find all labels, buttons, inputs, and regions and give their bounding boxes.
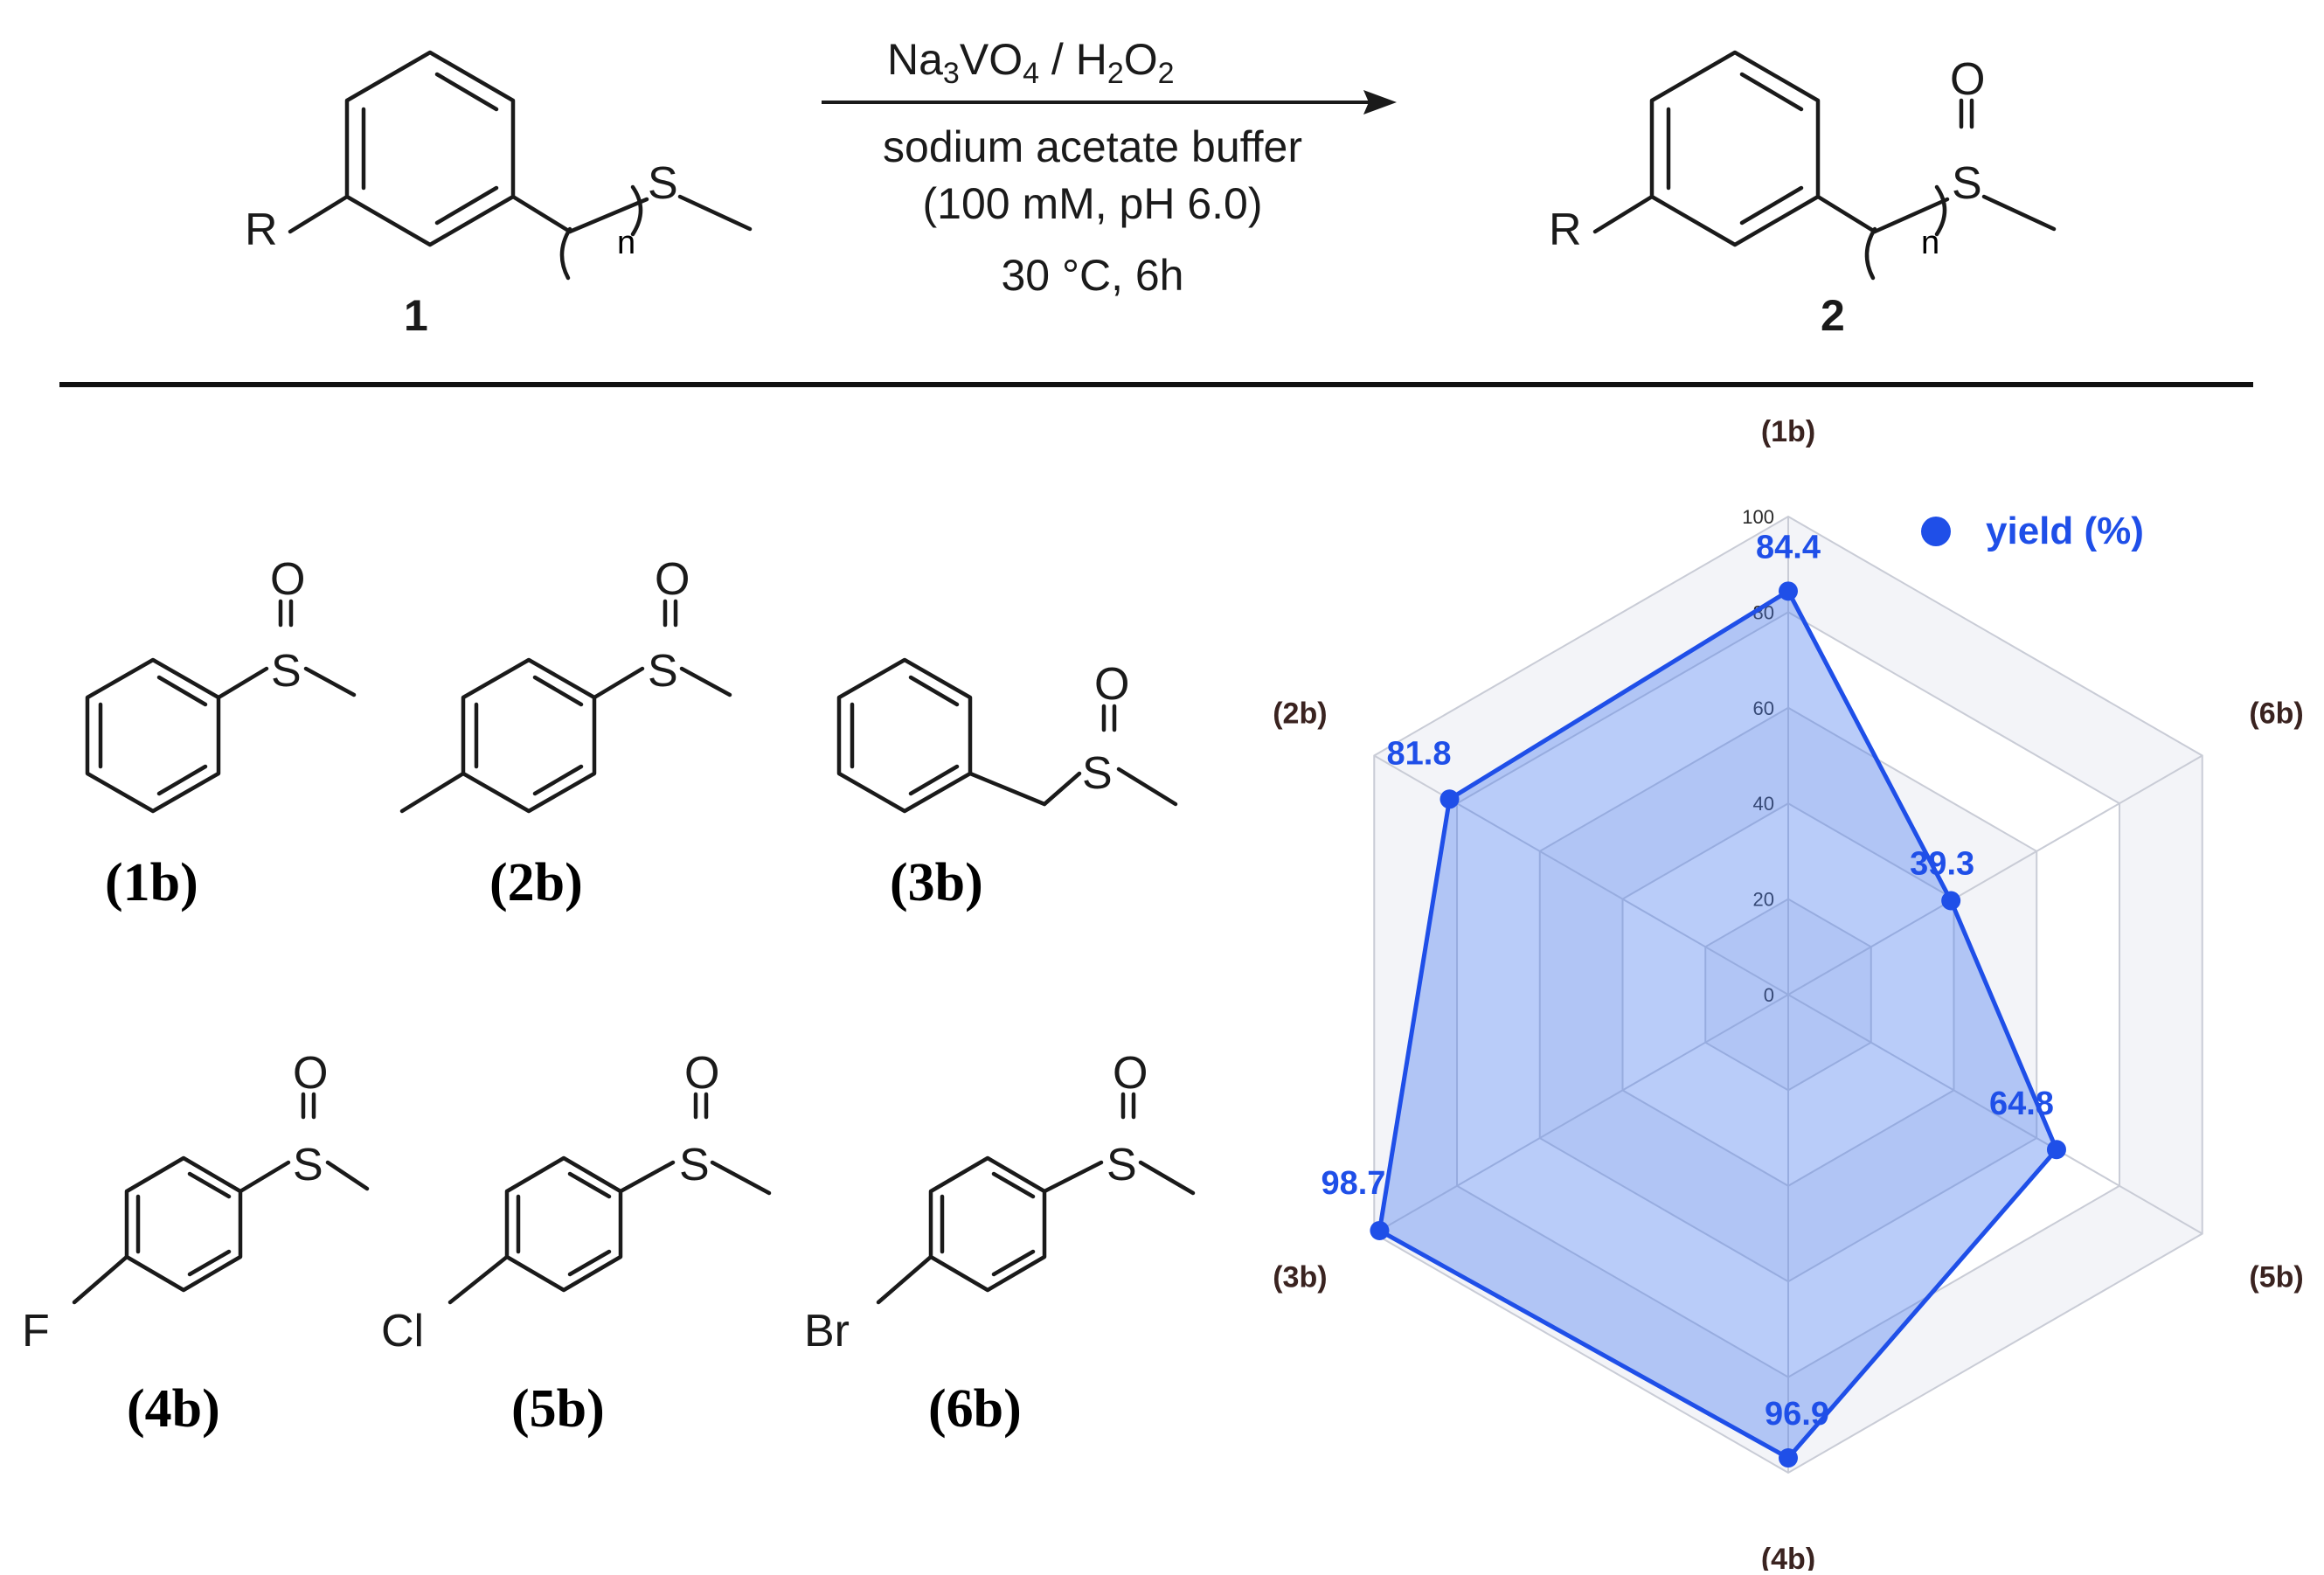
substrate-label-6b: (6b) (928, 1379, 1022, 1439)
condition-3: 30 °C, 6h (1001, 251, 1183, 300)
data-label: 64.8 (1989, 1086, 2054, 1122)
substrate-4b: S O F (4b) (22, 1048, 370, 1439)
product-O: O (1950, 54, 1985, 105)
yield-series-points (1370, 581, 2066, 1468)
category-label: (3b) (1273, 1261, 1327, 1294)
substituent-4b: F (22, 1306, 50, 1356)
reactant-n: n (617, 225, 635, 261)
s-atom: S (1107, 1140, 1137, 1190)
tick-label: 60 (1753, 697, 1774, 719)
category-label: (2b) (1273, 697, 1327, 731)
reactant-S: S (648, 158, 678, 209)
legend: yield (%) (1921, 510, 2144, 552)
legend-label: yield (%) (1986, 510, 2144, 552)
grid-spoke (1787, 754, 2203, 996)
data-label: 96.9 (1765, 1396, 1829, 1433)
data-label: 98.7 (1321, 1165, 1385, 1202)
category-label: (1b) (1761, 415, 1815, 448)
yield-data-labels: 84.4 39.3 64.8 96.9 98.7 81.8 (1321, 529, 2053, 1433)
o-atom: O (1094, 659, 1129, 710)
substrate-label-3b: (3b) (890, 853, 983, 912)
tick-label: 40 (1753, 793, 1774, 815)
substituent-6b: Br (804, 1306, 850, 1356)
s-atom: S (293, 1140, 323, 1190)
radar-category-labels: (1b) (6b) (5b) (4b) (3b) (2b) (1273, 415, 2304, 1575)
s-atom: S (648, 646, 678, 697)
condition-2: (100 mM, pH 6.0) (922, 179, 1262, 228)
s-atom: S (1082, 748, 1113, 799)
tick-label: 20 (1753, 889, 1774, 911)
s-atom: S (271, 646, 302, 697)
radar-grid (1373, 515, 2203, 1474)
category-label: (6b) (2249, 697, 2303, 731)
reactant-benzene-ring (344, 50, 516, 247)
product-benzene-ring (1649, 50, 1821, 247)
o-atom: O (684, 1048, 719, 1099)
category-label: (4b) (1761, 1543, 1815, 1571)
data-label: 39.3 (1910, 846, 1974, 883)
grid-spoke (1373, 994, 1789, 1235)
data-point (1941, 891, 1961, 911)
tick-label: 0 (1764, 984, 1774, 1006)
o-atom: O (1113, 1048, 1148, 1099)
data-label: 81.8 (1387, 735, 1452, 772)
substrate-6b: S O Br (6b) (804, 1048, 1196, 1439)
reactant-R: R (245, 205, 278, 255)
product-label: 2 (1821, 291, 1845, 340)
data-point (1779, 1448, 1798, 1468)
substrate-2b: S O (2b) (399, 554, 732, 912)
product-structure: R S O n 2 (1549, 50, 2057, 340)
substrate-label-2b: (2b) (489, 853, 583, 912)
reactant-paren-right (630, 184, 643, 237)
radar-tick-labels: 020406080100 (1742, 506, 1774, 1006)
condition-1: sodium acetate buffer (883, 122, 1302, 171)
o-atom: O (293, 1048, 328, 1099)
reagent-text: Na3VO4 / H2O2 (887, 35, 1175, 90)
reaction-arrow-group: Na3VO4 / H2O2 sodium acetate buffer (100… (822, 35, 1397, 300)
substrate-1b: S O (1b) (85, 554, 357, 912)
substituent-5b: Cl (381, 1306, 424, 1356)
o-atom: O (270, 554, 305, 605)
product-R: R (1549, 205, 1582, 255)
arrow-head-icon (1363, 90, 1397, 114)
grid-spoke (1787, 994, 2203, 1235)
data-point (1779, 581, 1798, 601)
substrate-3b: S O (3b) (836, 657, 1178, 912)
substrate-5b: S O Cl (5b) (381, 1048, 772, 1439)
data-point (2046, 1140, 2066, 1160)
reactant-paren-left (559, 226, 572, 281)
substrate-label-5b: (5b) (511, 1379, 605, 1439)
substrate-label-1b: (1b) (105, 853, 198, 912)
product-n: n (1921, 225, 1939, 261)
category-label: (5b) (2249, 1261, 2303, 1294)
tick-label: 100 (1742, 506, 1774, 528)
data-point (1439, 789, 1460, 809)
o-atom: O (655, 554, 690, 605)
reactant-structure: R S n 1 (245, 50, 753, 340)
data-label: 84.4 (1756, 529, 1821, 565)
product-S: S (1952, 158, 1982, 209)
reactant-label: 1 (404, 291, 428, 340)
data-point (1370, 1220, 1390, 1240)
substrate-label-4b: (4b) (127, 1379, 220, 1439)
radar-chart: 020406080100 (1b)(6b)(5b)(4b)(3b)(2b) 84… (1273, 415, 2304, 1575)
legend-marker-icon (1921, 517, 1951, 546)
s-atom: S (679, 1140, 710, 1190)
